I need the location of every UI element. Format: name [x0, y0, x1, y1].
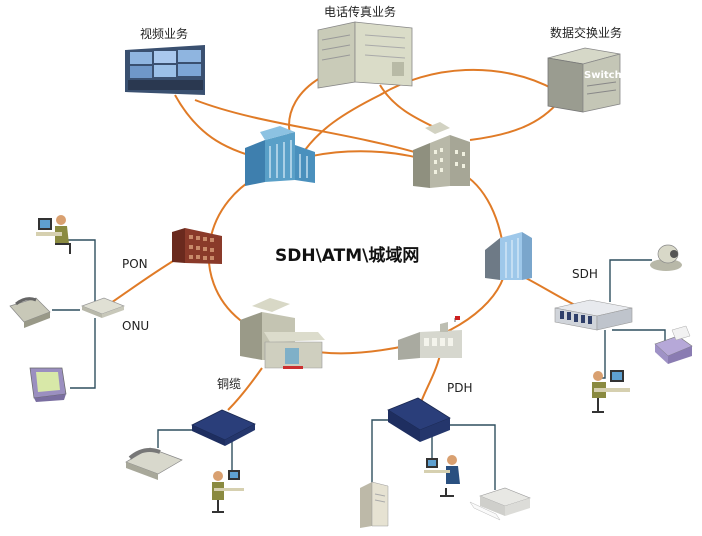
fax-icon: [654, 325, 693, 364]
desk-phone-icon: [125, 447, 183, 480]
link-phone-building-a: [288, 77, 321, 136]
sdh-to-operator: [600, 330, 606, 379]
copper-to-phone: [157, 429, 200, 448]
gray-office-building-icon: [413, 122, 470, 188]
blue-office-building-icon: [245, 126, 315, 186]
access-lines: [52, 239, 666, 490]
sdh-multiplexer-icon: [554, 299, 633, 331]
factory-icon: [398, 316, 462, 360]
pdh-to-printer: [445, 424, 496, 490]
copper-operator-icon: [212, 470, 244, 513]
server-tower-icon: [360, 481, 389, 528]
label-data-switch-service: 数据交换业务: [550, 25, 622, 40]
office-complex-icon: [240, 298, 325, 369]
phone-icon: [9, 297, 51, 328]
link-pon-onu: [107, 257, 179, 306]
network-title: SDH\ATM\城域网: [275, 245, 419, 266]
copper-modem-icon: [191, 409, 256, 446]
link-copper-node: [227, 367, 263, 411]
sdh-to-camera: [609, 259, 652, 302]
link-pdh-node: [419, 354, 441, 406]
glass-tower-icon: [485, 232, 532, 280]
brick-building-icon: [172, 228, 222, 264]
label-onu: ONU: [122, 319, 149, 333]
sdh-operator-icon: [592, 370, 630, 413]
pdh-to-server: [371, 419, 395, 485]
phone-fax-server-icon: [317, 21, 413, 89]
label-pon: PON: [122, 257, 148, 271]
pdh-modem-icon: [387, 397, 451, 442]
pdh-operator-icon: [424, 455, 460, 497]
label-sdh: SDH: [572, 267, 598, 281]
switch-badge: Switch: [584, 70, 622, 81]
onu-to-operator: [65, 239, 96, 305]
link-phone-building-b: [379, 84, 441, 131]
onu-to-tv: [70, 318, 96, 389]
tv-icon: [29, 367, 67, 402]
label-phone-fax-service: 电话传真业务: [324, 4, 396, 19]
link-video-building-b: [194, 99, 426, 156]
label-copper: 铜缆: [217, 376, 241, 391]
label-video-service: 视频业务: [140, 26, 188, 41]
sdh-to-fax: [612, 329, 666, 345]
label-pdh: PDH: [447, 381, 473, 395]
operator-workstation-icon: [36, 215, 71, 254]
video-wall-icon: [125, 45, 205, 95]
camera-icon: [650, 244, 682, 271]
link-data-building-b: [469, 99, 561, 141]
printer-icon: [469, 487, 531, 521]
link-sdh-node: [519, 274, 576, 306]
data-switch-icon: Switch: [547, 47, 622, 113]
onu-device-icon: [81, 297, 125, 318]
link-data-building-a: [304, 68, 556, 151]
